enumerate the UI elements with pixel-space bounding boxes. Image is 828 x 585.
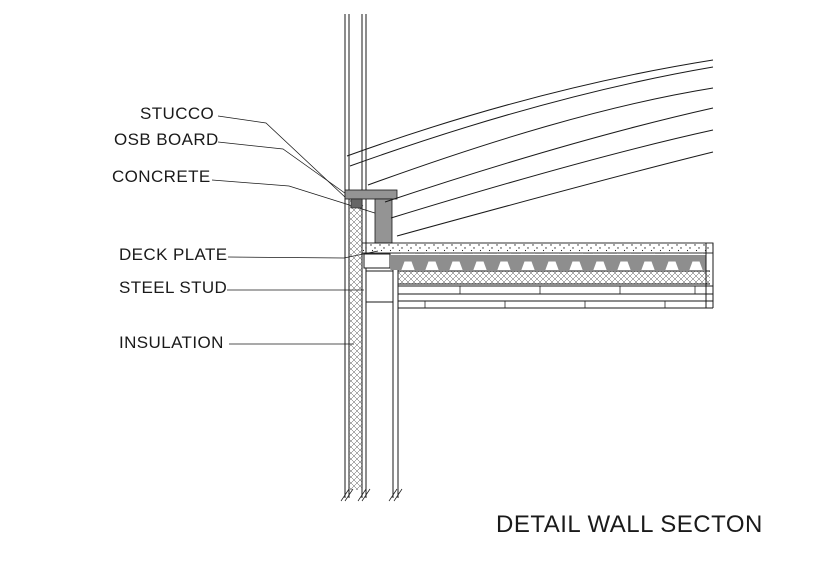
concrete-leader-line [211, 179, 379, 215]
deck-bearing-plate [363, 253, 391, 269]
roof-deck-assembly [361, 242, 714, 309]
ceiling-board-lines [398, 285, 713, 309]
roof-insulation-borders [398, 270, 710, 285]
stucco-leader-line [217, 115, 347, 199]
roof-curve [396, 151, 714, 237]
break-marks [340, 488, 403, 502]
curved-roof-lines [346, 59, 714, 237]
roof-curve [346, 59, 714, 157]
roof-right-edge-lines [705, 243, 714, 308]
steel-stud [365, 270, 394, 303]
osb-board-edge [350, 198, 363, 209]
label-steel-stud: STEEL STUD [119, 278, 228, 297]
roof-curve [390, 129, 714, 219]
label-concrete: CONCRETE [112, 167, 211, 186]
label-osb-board: OSB BOARD [114, 130, 219, 149]
wall-face-lines [344, 14, 367, 498]
wall-assembly [344, 14, 399, 498]
roof-curve [384, 107, 714, 203]
roof-curve [367, 87, 714, 186]
wall-inner-face-lines [392, 270, 399, 498]
concrete-parapet [344, 189, 398, 244]
drawing-title: DETAIL WALL SECTON [496, 511, 763, 538]
wall-insulation-hatch [349, 198, 362, 490]
corrugated-deck-plate [390, 253, 706, 270]
leader-lines [211, 115, 379, 345]
ceiling-board-joints [424, 286, 696, 308]
label-deck-plate: DECK PLATE [119, 245, 228, 264]
roof-insulation-band [398, 271, 710, 284]
wall-break-ticks [340, 488, 403, 502]
concrete-topping [361, 242, 714, 254]
concrete-block [374, 198, 393, 244]
label-stucco: STUCCO [140, 104, 215, 123]
concrete-cap [344, 189, 398, 200]
roof-curve [349, 66, 714, 167]
label-insulation: INSULATION [119, 333, 224, 352]
osb-board-leader-line [217, 141, 364, 207]
